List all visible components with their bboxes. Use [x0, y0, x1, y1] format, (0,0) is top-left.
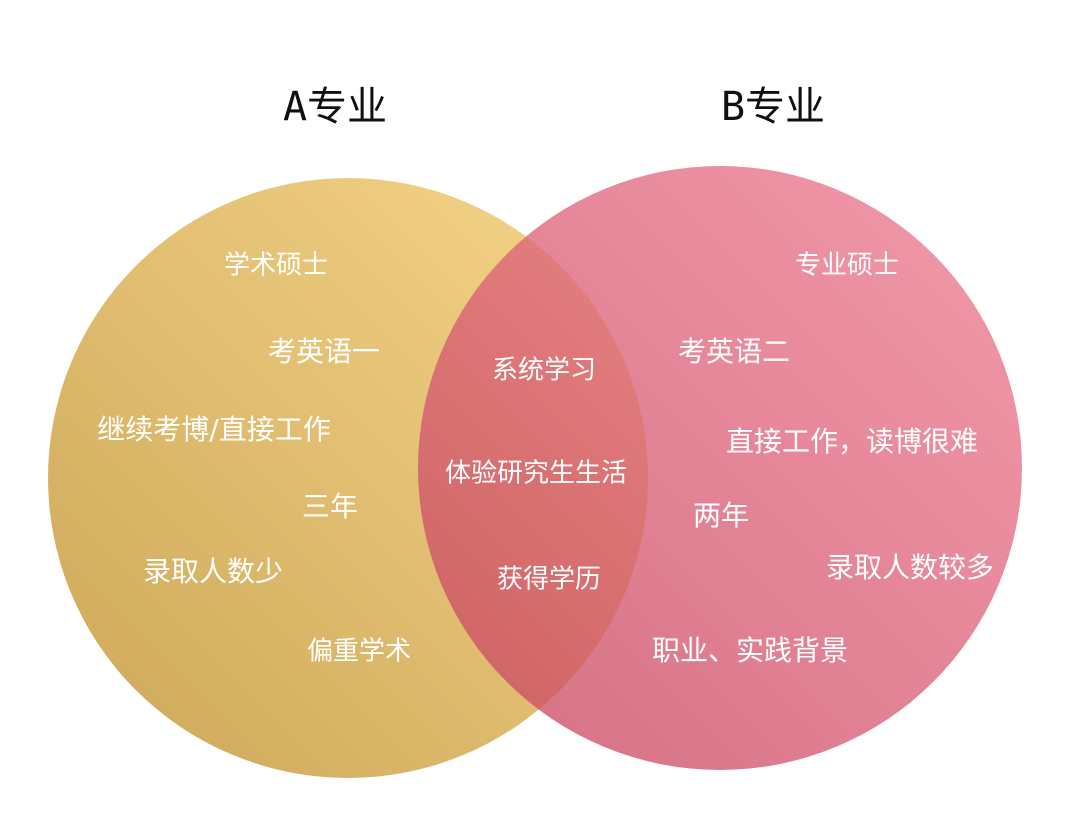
set-a-item: 录取人数少 [142, 555, 284, 588]
title-a: A专业 [282, 84, 388, 130]
set-b-item: 考英语二 [677, 335, 791, 368]
overlap-item: 体验研究生生活 [444, 458, 628, 489]
set-a-item: 偏重学术 [306, 636, 412, 667]
overlap-item: 获得学历 [496, 564, 602, 595]
set-b-item: 录取人数较多 [825, 551, 995, 584]
set-b-item: 直接工作，读博很难 [725, 425, 979, 458]
title-b: B专业 [720, 84, 826, 130]
set-a-item: 继续考博/直接工作 [97, 413, 331, 446]
overlap-item: 系统学习 [491, 355, 597, 386]
set-a-item: 考英语一 [267, 335, 381, 368]
circle-b [418, 166, 1022, 770]
set-a-item: 三年 [301, 490, 359, 523]
set-a-item: 学术硕士 [223, 250, 329, 281]
set-b-item: 专业硕士 [794, 250, 900, 281]
set-b-item: 职业、实践背景 [651, 634, 849, 667]
set-b-item: 两年 [692, 499, 750, 532]
